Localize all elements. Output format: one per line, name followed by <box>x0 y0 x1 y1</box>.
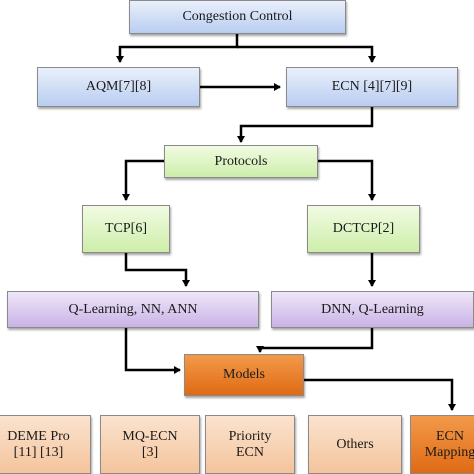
node-tcp: TCP[6] <box>82 205 170 253</box>
node-congestion-control: Congestion Control <box>129 0 346 34</box>
edge-qlearning-to-models <box>124 328 181 374</box>
edge-models-to-ecn-mapping <box>304 378 456 411</box>
node-others: Others <box>308 415 402 474</box>
edge-congestion-to-aqm <box>116 34 239 63</box>
node-mq-ecn: MQ-ECN [3] <box>100 415 200 474</box>
node-label: Models <box>223 367 265 382</box>
node-priority-ecn: Priority ECN <box>205 415 295 474</box>
node-models: Models <box>184 354 304 396</box>
edge-dnn-to-models <box>256 328 374 353</box>
edge-ecn-to-protocols <box>237 107 374 143</box>
node-label: DNN, Q-Learning <box>321 301 424 317</box>
node-label-line2: [11] [13] <box>13 444 64 460</box>
node-label: ECN [4][7][9] <box>331 79 413 94</box>
node-label-line2: ECN <box>236 444 264 460</box>
node-label-line2: [3] <box>141 444 159 460</box>
node-protocols: Protocols <box>164 145 318 178</box>
edge-tcp-to-qlearning <box>124 253 190 287</box>
node-label: Congestion Control <box>182 9 293 24</box>
edge-protocols-to-dctcp <box>318 159 376 201</box>
node-label: Protocols <box>214 153 268 169</box>
node-aqm: AQM[7][8] <box>37 67 200 107</box>
node-deme-pro: DEME Pro [11] [13] <box>0 415 91 474</box>
node-label-line1: MQ-ECN <box>122 428 178 444</box>
node-ecn: ECN [4][7][9] <box>286 67 458 107</box>
node-q-learning-nn-ann: Q-Learning, NN, ANN <box>7 291 259 328</box>
edge-protocols-to-tcp <box>122 159 164 201</box>
node-label-line1: DEME Pro <box>7 428 70 444</box>
node-ecn-mapping: ECN Mapping <box>410 415 474 474</box>
node-label: AQM[7][8] <box>85 79 152 94</box>
node-label: TCP[6] <box>105 221 147 236</box>
node-label-line1: ECN <box>436 428 464 444</box>
node-label-line2: Mapping <box>424 444 474 460</box>
node-dctcp: DCTCP[2] <box>307 205 420 253</box>
node-label: Q-Learning, NN, ANN <box>68 301 198 317</box>
node-label: DCTCP[2] <box>332 221 395 236</box>
node-dnn-q-learning: DNN, Q-Learning <box>271 291 474 328</box>
node-label-line1: Priority <box>228 428 272 444</box>
edge-congestion-to-ecn <box>237 45 376 63</box>
node-label: Others <box>336 436 374 452</box>
